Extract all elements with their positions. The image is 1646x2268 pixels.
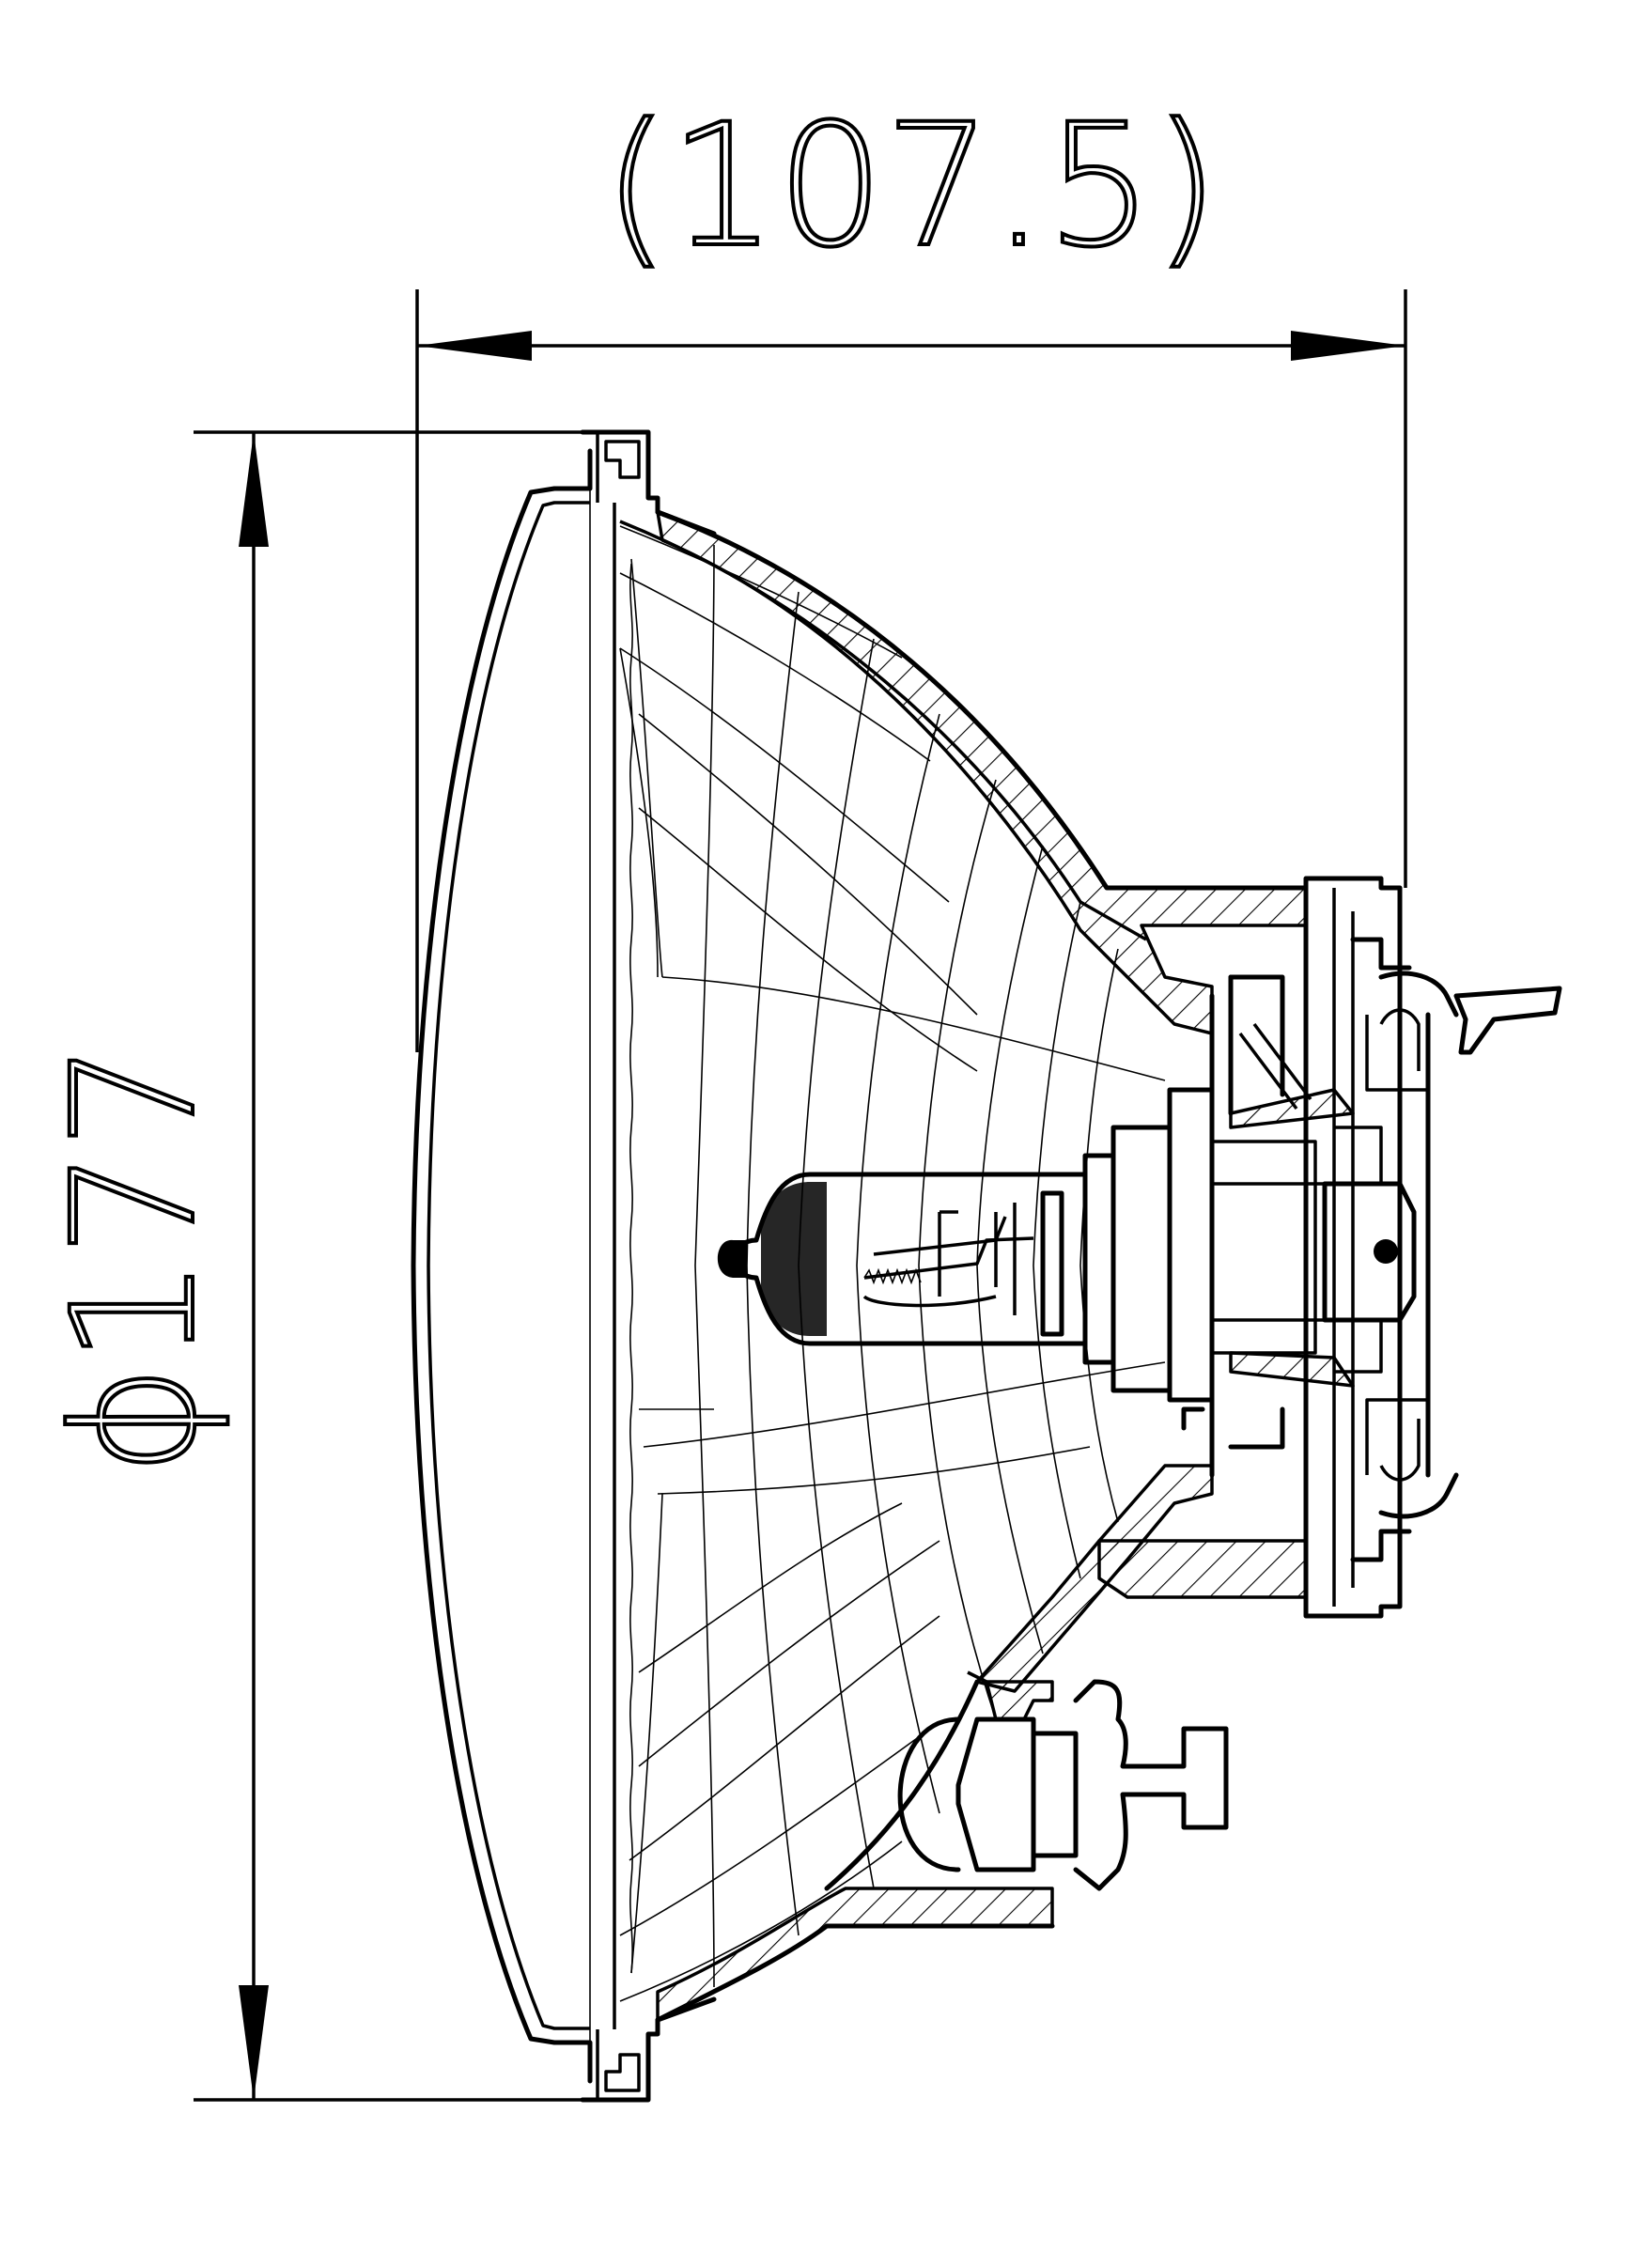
rear-cap-connector [1303,876,1562,1619]
diameter-arrow-bottom [239,1985,269,2100]
bulb-socket [1082,974,1355,1478]
terminal-hole [1374,1239,1398,1264]
parking-lamp [897,1670,1229,1891]
diameter-dimension: ϕ177 [35,430,582,2102]
front-lens [411,448,593,2084]
halogen-bulb [717,1172,1088,1346]
reflector-housing [619,509,1309,2023]
top-rim-clip [580,429,717,2029]
bulb-tip [717,1239,747,1278]
depth-dimension: (107.5) [415,86,1407,1052]
bottom-rim-clip [580,1996,717,2103]
depth-arrow-left [417,331,532,361]
depth-dimension-label: (107.5) [603,88,1219,285]
diameter-arrow-top [239,432,269,547]
depth-arrow-right [1291,331,1405,361]
diameter-dimension-label: ϕ177 [37,1042,233,1476]
